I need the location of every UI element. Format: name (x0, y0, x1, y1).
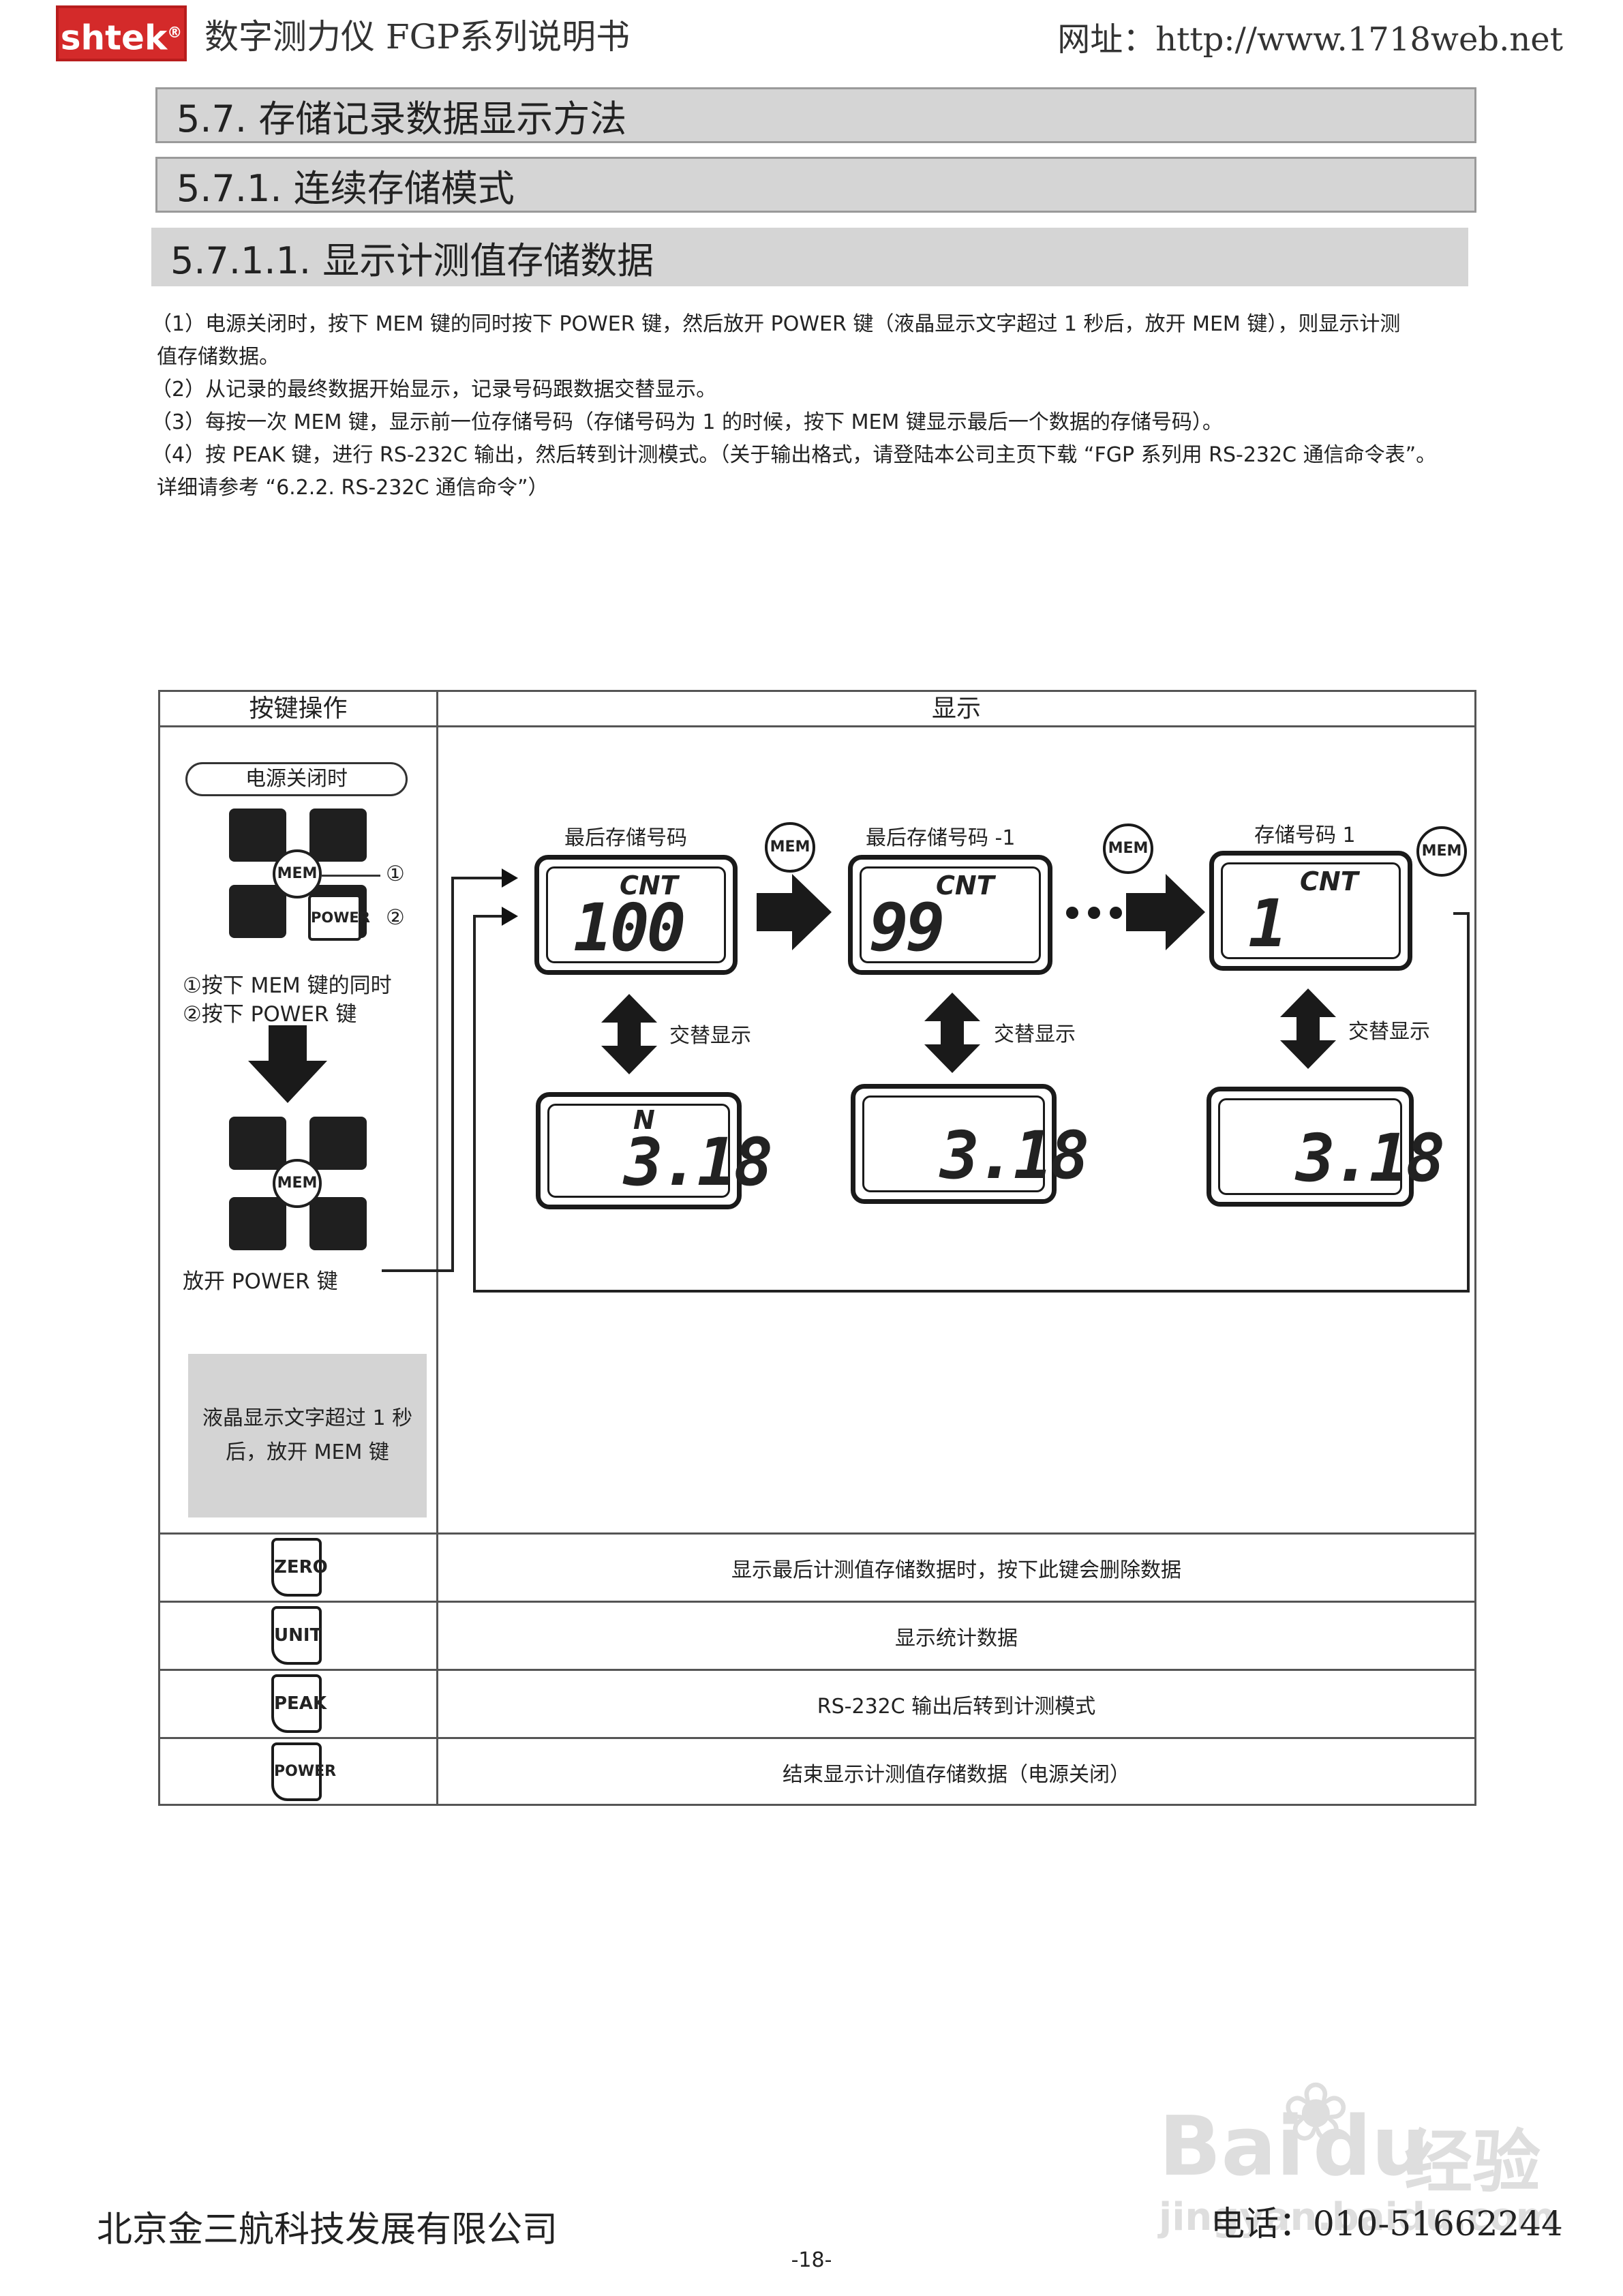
para-4b: 详细请参考 “6.2.2. RS-232C 通信命令”） (157, 476, 549, 500)
unit-key-description: 显示统计数据 (895, 1627, 1018, 1650)
watermark-text: 经验 (1404, 2122, 1541, 2202)
logo-mark: ® (167, 25, 183, 42)
peak-key-description: RS-232C 输出后转到计测模式 (817, 1695, 1096, 1719)
column-header-display: 显示 (931, 695, 981, 723)
lcd-display-3-count: CNT 1 (1209, 851, 1412, 971)
marker-2: ② (386, 905, 405, 930)
peak-key-icon[interactable]: PEAK (271, 1674, 327, 1733)
lcd-3-data-value: 3.18 (1296, 1120, 1445, 1196)
page-number: -18- (791, 2248, 832, 2272)
section-heading-5-7: 5.7. 存储记录数据显示方法 (155, 87, 1476, 143)
column-header-keys: 按键操作 (249, 695, 348, 723)
lcd-1-data-value: 3.18 (624, 1124, 773, 1200)
footer-phone: 电话：010-51662244 (1211, 2204, 1563, 2244)
release-power-text: 放开 POWER 键 (183, 1269, 338, 1294)
display-2-title: 最后存储号码 -1 (866, 826, 1016, 850)
section-heading-5-7-1-1-text: 5.7.1.1. 显示计测值存储数据 (170, 239, 654, 282)
lcd-display-1-data: N 3.18 (536, 1092, 773, 1209)
power-key-description: 结束显示计测值存储数据（电源关闭） (783, 1763, 1130, 1787)
watermark-brand-2: du (1313, 2100, 1430, 2194)
lcd-display-2-data: 3.18 (851, 1084, 1089, 1204)
alternate-label-2: 交替显示 (994, 1023, 1076, 1046)
lcd-2-value: 99 (869, 890, 945, 966)
flow-lines (382, 868, 1470, 1293)
mem-press-1[interactable]: MEM (765, 822, 815, 873)
down-arrow-icon (248, 1025, 327, 1103)
power-key-icon[interactable]: POWER (271, 1742, 336, 1801)
double-arrow-icon (1280, 988, 1336, 1069)
release-mem-note-line-2: 后，放开 MEM 键 (226, 1440, 389, 1464)
brand-logo: shtek® (56, 5, 187, 61)
release-mem-note-line-1: 液晶显示文字超过 1 秒 (202, 1406, 413, 1430)
para-2: （2）从记录的最终数据开始显示，记录号码跟数据交替显示。 (151, 378, 717, 402)
marker-1: ① (386, 862, 405, 886)
watermark-brand: Bai (1159, 2100, 1305, 2194)
lcd-display-1-count: CNT 100 (534, 855, 738, 975)
mem-press-3[interactable]: MEM (1416, 826, 1467, 877)
lcd-2-label: CNT (936, 871, 995, 901)
logo-text: shtek (60, 18, 168, 58)
lcd-2-data-value: 3.18 (940, 1117, 1089, 1194)
release-mem-note: 液晶显示文字超过 1 秒 后，放开 MEM 键 (188, 1354, 427, 1517)
mem-press-2[interactable]: MEM (1103, 824, 1153, 874)
section-heading-5-7-1-1: 5.7.1.1. 显示计测值存储数据 (151, 228, 1468, 286)
alternate-label-1: 交替显示 (669, 1024, 751, 1048)
document-title: 数字测力仪 FGP系列说明书 (204, 17, 631, 57)
double-arrow-icon (924, 993, 980, 1073)
display-3-title: 存储号码 1 (1254, 824, 1356, 847)
power-key-button[interactable]: POWER (308, 894, 370, 941)
double-arrow-icon (601, 994, 657, 1074)
para-1a: （1）电源关闭时，按下 MEM 键的同时按下 POWER 键，然后放开 POWE… (151, 312, 1401, 336)
mem-key-button[interactable]: MEM (273, 849, 322, 898)
step-1-text: ①按下 MEM 键的同时 (183, 973, 392, 998)
unit-key-icon[interactable]: UNIT (271, 1606, 322, 1665)
right-arrow-icon (1126, 874, 1205, 950)
zero-key-icon[interactable]: ZERO (271, 1538, 328, 1597)
power-off-label: 电源关闭时 (185, 762, 408, 796)
lcd-1-value: 100 (573, 890, 686, 966)
lcd-3-label: CNT (1300, 866, 1359, 896)
footer-company: 北京金三航科技发展有限公司 (97, 2209, 558, 2250)
zero-key-description: 显示最后计测值存储数据时，按下此键会删除数据 (731, 1558, 1181, 1582)
lcd-display-2-count: CNT 99 (848, 855, 1052, 975)
paw-icon: ❀ (1281, 2066, 1350, 2160)
right-arrow-icon (757, 874, 832, 950)
lcd-1-label: CNT (620, 871, 678, 901)
display-1-title: 最后存储号码 (564, 826, 687, 850)
para-3: （3）每按一次 MEM 键，显示前一位存储号码（存储号码为 1 的时候，按下 M… (151, 410, 1223, 434)
watermark-url: jingyan.baidu.com (1159, 2195, 1556, 2239)
instruction-paragraphs: （1）电源关闭时，按下 MEM 键的同时按下 POWER 键，然后放开 POWE… (151, 308, 1487, 504)
lcd-display-3-data: 3.18 (1207, 1087, 1445, 1207)
lcd-3-value: 1 (1248, 886, 1288, 962)
alternate-label-3: 交替显示 (1348, 1020, 1430, 1044)
section-heading-5-7-1: 5.7.1. 连续存储模式 (155, 157, 1476, 213)
mem-key-held[interactable]: MEM (273, 1159, 322, 1208)
para-4a: （4）按 PEAK 键，进行 RS-232C 输出，然后转到计测模式。（关于输出… (151, 443, 1437, 467)
lcd-1-data-label: N (633, 1105, 655, 1135)
section-heading-5-7-text: 5.7. 存储记录数据显示方法 (177, 97, 627, 140)
website-url[interactable]: 网址：http://www.1718web.net (1057, 20, 1563, 59)
section-heading-5-7-1-text: 5.7.1. 连续存储模式 (177, 166, 515, 210)
step-2-text: ②按下 POWER 键 (183, 1002, 357, 1027)
para-1b: 值存储数据。 (157, 345, 279, 369)
